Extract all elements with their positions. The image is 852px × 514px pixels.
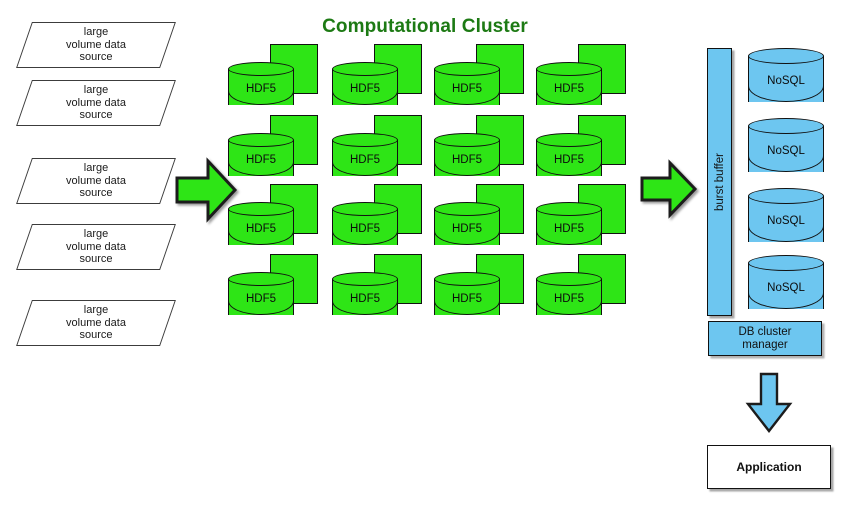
nosql-node: NoSQL xyxy=(748,188,824,250)
cluster-node: HDF5 xyxy=(432,254,524,322)
cluster-node: HDF5 xyxy=(226,44,318,112)
hdf5-cylinder-icon: HDF5 xyxy=(332,62,398,112)
burst-buffer-label: burst buffer xyxy=(713,153,726,211)
cluster-node: HDF5 xyxy=(534,254,626,322)
db-manager-line-2: manager xyxy=(742,338,788,351)
hdf5-cylinder-icon: HDF5 xyxy=(332,202,398,252)
parallelogram-shape xyxy=(16,158,176,204)
data-source-3: large volume data source xyxy=(16,158,176,204)
ingest-arrow-icon xyxy=(175,157,238,223)
hdf5-cylinder-icon: HDF5 xyxy=(228,272,294,322)
hdf5-cylinder-icon: HDF5 xyxy=(434,272,500,322)
db-cluster-manager: DB cluster manager xyxy=(708,321,822,356)
parallelogram-shape xyxy=(16,22,176,68)
cluster-node: HDF5 xyxy=(432,44,524,112)
hdf5-cylinder-icon: HDF5 xyxy=(434,62,500,112)
hdf5-cylinder-icon: HDF5 xyxy=(228,62,294,112)
cluster-node: HDF5 xyxy=(534,44,626,112)
parallelogram-shape xyxy=(16,224,176,270)
parallelogram-shape xyxy=(16,300,176,346)
cluster-node: HDF5 xyxy=(226,115,318,183)
db-manager-line-1: DB cluster xyxy=(738,325,792,338)
cluster-node: HDF5 xyxy=(330,115,422,183)
data-source-5: large volume data source xyxy=(16,300,176,346)
nosql-node: NoSQL xyxy=(748,255,824,317)
cluster-node: HDF5 xyxy=(330,184,422,252)
hdf5-cylinder-icon: HDF5 xyxy=(536,62,602,112)
data-source-1: large volume data source xyxy=(16,22,176,68)
cluster-node: HDF5 xyxy=(432,115,524,183)
cluster-node: HDF5 xyxy=(226,184,318,252)
application-label: Application xyxy=(736,460,802,474)
hdf5-cylinder-icon: HDF5 xyxy=(332,272,398,322)
nosql-node: NoSQL xyxy=(748,118,824,180)
hdf5-cylinder-icon: HDF5 xyxy=(536,272,602,322)
hdf5-cylinder-icon: HDF5 xyxy=(228,133,294,183)
to-application-arrow-icon xyxy=(745,372,793,434)
cluster-node: HDF5 xyxy=(534,184,626,252)
hdf5-cylinder-icon: HDF5 xyxy=(434,133,500,183)
egress-arrow-icon xyxy=(640,159,698,219)
cluster-node: HDF5 xyxy=(330,254,422,322)
page-title: Computational Cluster xyxy=(322,16,528,37)
parallelogram-shape xyxy=(16,80,176,126)
hdf5-cylinder-icon: HDF5 xyxy=(536,202,602,252)
hdf5-cylinder-icon: HDF5 xyxy=(332,133,398,183)
hdf5-cylinder-icon: HDF5 xyxy=(536,133,602,183)
nosql-node: NoSQL xyxy=(748,48,824,110)
burst-buffer: burst buffer xyxy=(707,48,732,316)
cluster-node: HDF5 xyxy=(432,184,524,252)
cluster-node: HDF5 xyxy=(330,44,422,112)
application-box: Application xyxy=(707,445,831,489)
data-source-4: large volume data source xyxy=(16,224,176,270)
hdf5-cylinder-icon: HDF5 xyxy=(228,202,294,252)
cluster-node: HDF5 xyxy=(534,115,626,183)
data-source-2: large volume data source xyxy=(16,80,176,126)
hdf5-cylinder-icon: HDF5 xyxy=(434,202,500,252)
cluster-node: HDF5 xyxy=(226,254,318,322)
